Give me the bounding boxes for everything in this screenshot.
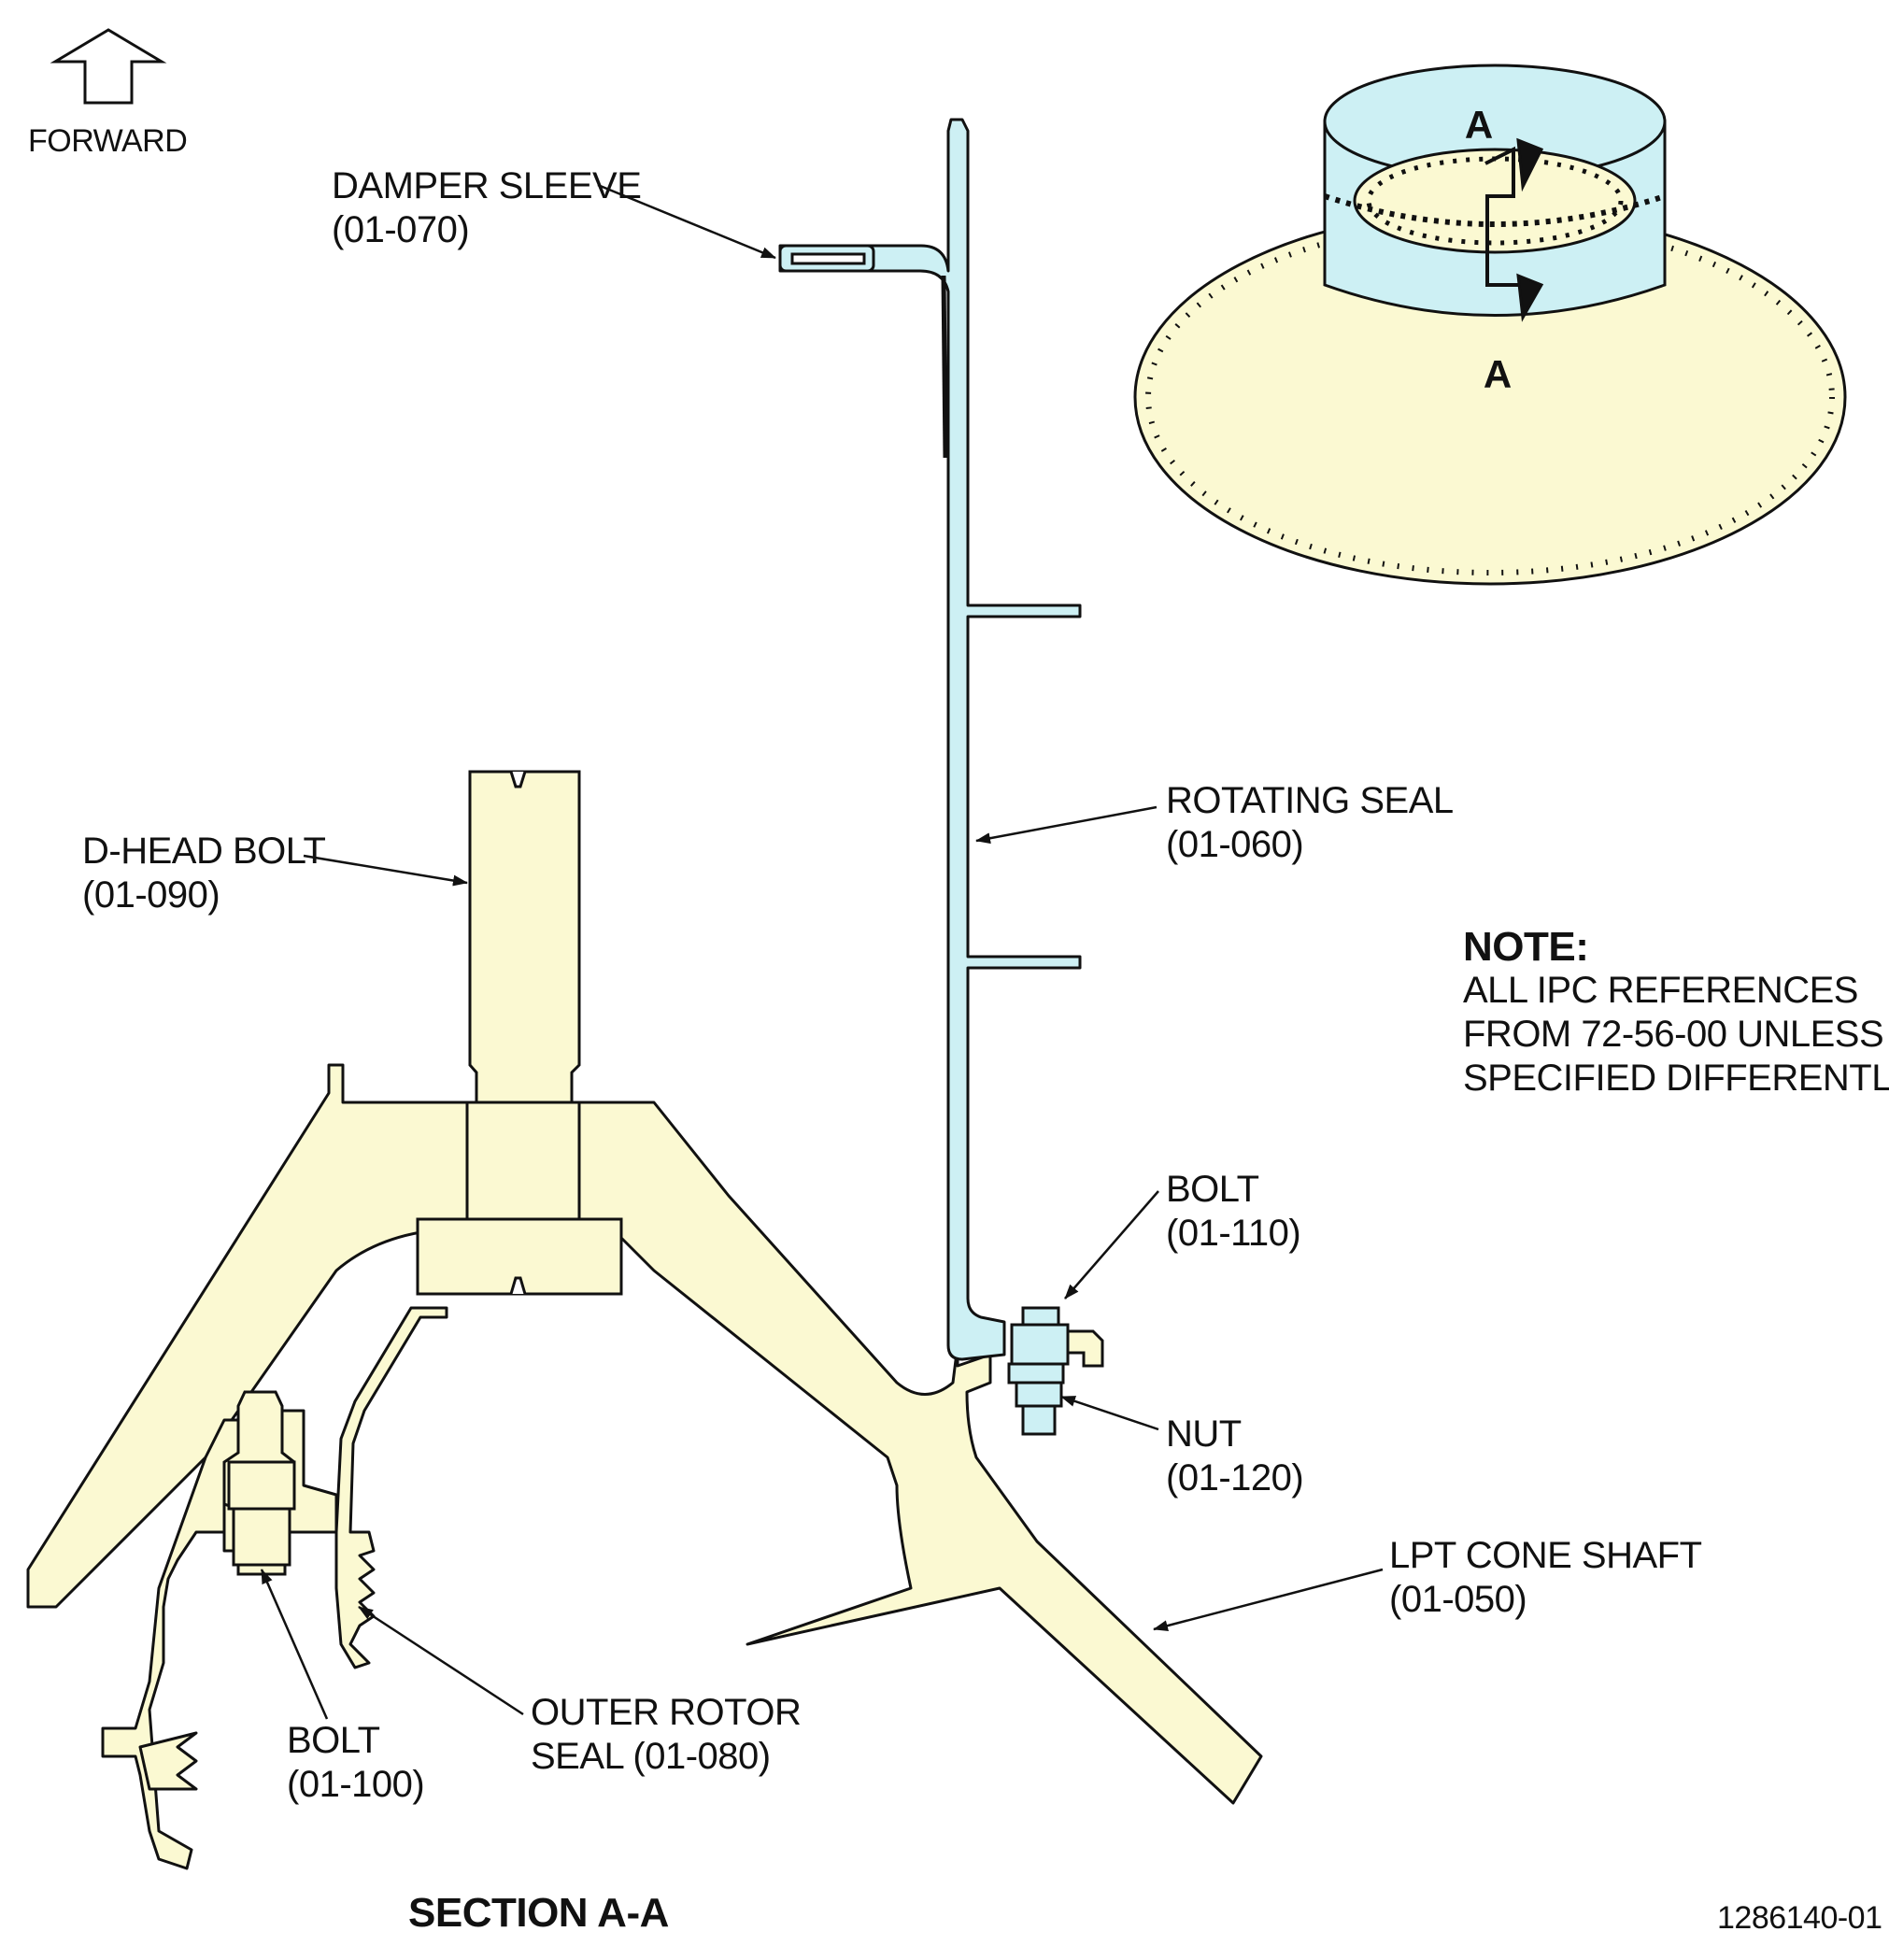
section-arrow-icon — [1516, 137, 1544, 192]
nut-01-120 — [1015, 1381, 1063, 1436]
callout-ref: SEAL (01-080) — [531, 1736, 771, 1777]
section-marker-top: A — [1465, 103, 1493, 147]
figure-number: 1286140-01 — [1717, 1900, 1882, 1936]
callout-ref: (01-060) — [1166, 824, 1304, 865]
section-marker-bottom: A — [1484, 352, 1512, 396]
section-cut-line — [1484, 146, 1518, 287]
bolt-01-100 — [222, 1390, 296, 1576]
d-head-bolt — [416, 770, 623, 1296]
note-heading: NOTE: — [1463, 924, 1589, 970]
callout-ref: (01-120) — [1166, 1457, 1304, 1498]
callout-ref: (01-090) — [82, 874, 220, 916]
callout-bolt-01-100: BOLT (01-100) — [287, 1719, 425, 1807]
rotating-seal — [778, 118, 1082, 1361]
callout-name: D-HEAD BOLT — [82, 831, 326, 872]
callout-rotating-seal: ROTATING SEAL (01-060) — [1166, 779, 1454, 867]
callout-name: OUTER ROTOR — [531, 1692, 802, 1733]
callout-name: LPT CONE SHAFT — [1389, 1535, 1702, 1576]
damper-sleeve — [778, 244, 875, 273]
callout-damper-sleeve: DAMPER SLEEVE (01-070) — [332, 164, 642, 252]
bolt-01-110 — [1007, 1306, 1104, 1385]
isometric-inset — [1133, 64, 1847, 586]
note-block: NOTE: ALL IPC REFERENCES FROM 72-56-00 U… — [1463, 925, 1889, 1101]
forward-label: FORWARD — [28, 123, 188, 159]
callout-dhead-bolt: D-HEAD BOLT (01-090) — [82, 830, 326, 917]
outer-rotor-seal — [334, 1306, 448, 1669]
callout-outer-rotor-seal: OUTER ROTOR SEAL (01-080) — [531, 1691, 802, 1779]
callout-name: ROTATING SEAL — [1166, 780, 1454, 821]
section-title: SECTION A-A — [408, 1890, 669, 1936]
note-line: SPECIFIED DIFFERENTLY. — [1463, 1058, 1889, 1099]
forward-arrow-icon — [50, 28, 167, 105]
note-line: ALL IPC REFERENCES — [1463, 970, 1858, 1011]
leader-lines — [260, 183, 1384, 1720]
callout-ref: (01-110) — [1166, 1213, 1301, 1254]
note-line: FROM 72-56-00 UNLESS — [1463, 1014, 1884, 1055]
callout-bolt-01-110: BOLT (01-110) — [1166, 1168, 1301, 1256]
callout-ref: (01-070) — [332, 209, 470, 250]
callout-name: BOLT — [287, 1720, 380, 1761]
callout-name: BOLT — [1166, 1169, 1259, 1210]
section-arrow-icon — [1516, 273, 1544, 322]
callout-ref: (01-050) — [1389, 1579, 1527, 1620]
callout-lpt-cone-shaft: LPT CONE SHAFT (01-050) — [1389, 1534, 1702, 1622]
callout-ref: (01-100) — [287, 1764, 425, 1805]
callout-nut-01-120: NUT (01-120) — [1166, 1413, 1304, 1500]
callout-name: DAMPER SLEEVE — [332, 165, 642, 206]
callout-name: NUT — [1166, 1413, 1242, 1455]
